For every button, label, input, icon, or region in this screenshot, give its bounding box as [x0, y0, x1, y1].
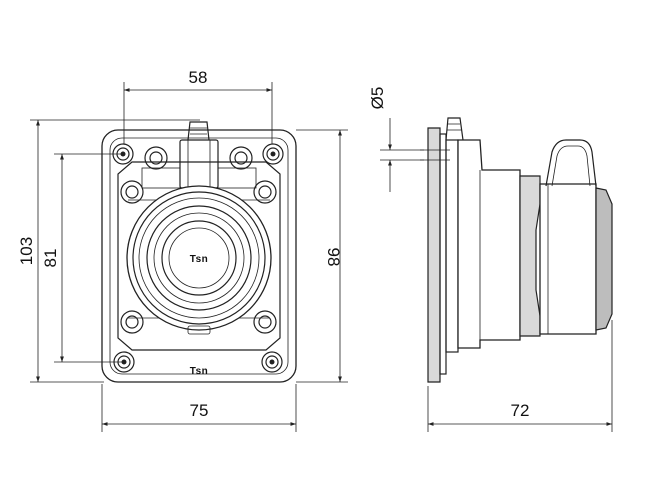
svg-text:98: 98	[324, 248, 343, 267]
screw-inner-low-left	[120, 310, 144, 334]
side-mount-plate	[427, 127, 441, 383]
side-lid-handle	[545, 139, 597, 187]
side-top-latch	[445, 117, 464, 141]
front-top-latch-detail	[190, 127, 207, 135]
dim-103: 103	[17, 119, 200, 383]
svg-text:58: 58	[189, 68, 208, 87]
brand-logo-bottom: Tsn	[190, 366, 209, 377]
socket-lid	[126, 185, 272, 331]
svg-text:81: 81	[41, 249, 60, 268]
side-lid-rim	[595, 187, 613, 331]
screw-bottom-right	[261, 351, 283, 373]
screw-top-right	[262, 143, 284, 165]
svg-text:103: 103	[17, 237, 36, 265]
side-housing	[457, 139, 521, 349]
dim-72: 72	[427, 320, 613, 432]
screw-inner-top-right	[229, 146, 253, 170]
front-top-latch	[187, 121, 210, 141]
dim-d5: Ø5	[368, 87, 424, 192]
dim-58: 58	[123, 68, 273, 144]
side-lid	[539, 183, 597, 335]
dim-75: 75	[101, 384, 297, 432]
front-inner-plate	[109, 137, 289, 375]
svg-text:72: 72	[511, 401, 530, 420]
svg-text:75: 75	[190, 401, 209, 420]
dim-98: 98	[296, 129, 348, 383]
screw-inner-low-right	[253, 310, 277, 334]
svg-text:Ø5: Ø5	[368, 87, 387, 110]
screw-inner-top-left	[144, 146, 168, 170]
screw-inner-mid-right	[253, 180, 277, 204]
screw-inner-mid-left	[120, 180, 144, 204]
brand-logo-center: Tsn	[190, 254, 209, 265]
side-view: Ø5 72	[368, 87, 613, 432]
front-view: Tsn Tsn 58 103 81 98	[17, 68, 348, 432]
dim-81: 81	[41, 153, 124, 363]
side-rear-collar	[519, 175, 541, 337]
front-housing	[117, 161, 281, 351]
